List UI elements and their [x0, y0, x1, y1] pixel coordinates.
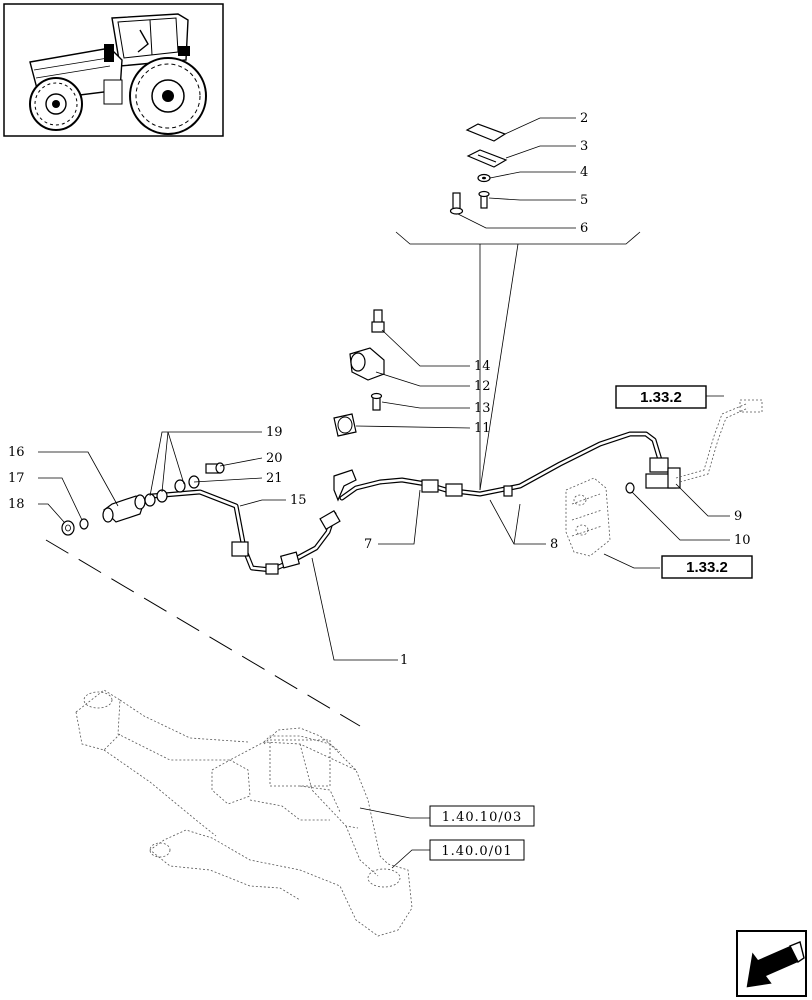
- tractor-thumbnail-icon[interactable]: [3, 3, 224, 137]
- front-axle-ghost: [75, 689, 413, 937]
- screw-6: [449, 192, 464, 215]
- callout-19: 19: [266, 425, 283, 440]
- svg-text:2: 2: [580, 111, 588, 126]
- svg-text:21: 21: [266, 471, 283, 486]
- washer-19: [144, 489, 168, 507]
- reference-box-axle-housing[interactable]: 1.40.10/03: [429, 805, 535, 827]
- callout-3: 3: [580, 139, 588, 154]
- svg-text:6: 6: [580, 221, 588, 236]
- fitting-16: [102, 494, 146, 523]
- callout-8: 8: [550, 537, 558, 552]
- callout-13: 13: [474, 401, 491, 416]
- svg-text:17: 17: [8, 471, 25, 486]
- svg-text:14: 14: [474, 359, 491, 374]
- callout-6: 6: [580, 221, 588, 236]
- bracket-plate-2: [465, 123, 507, 142]
- svg-text:12: 12: [474, 379, 491, 394]
- svg-text:7: 7: [364, 537, 372, 552]
- svg-text:20: 20: [266, 451, 283, 466]
- svg-text:11: 11: [474, 421, 491, 436]
- svg-text:13: 13: [474, 401, 491, 416]
- callout-10: 10: [734, 533, 751, 548]
- callout-21: 21: [266, 471, 283, 486]
- washer-17: [79, 518, 89, 530]
- callout-7: 7: [364, 537, 372, 552]
- svg-text:8: 8: [550, 537, 558, 552]
- callout-14: 14: [474, 359, 491, 374]
- callout-11: 11: [474, 421, 491, 436]
- screw-20: [205, 462, 225, 474]
- callout-1: 1: [400, 653, 408, 668]
- callout-17: 17: [8, 471, 25, 486]
- svg-text:1.40.10/03: 1.40.10/03: [442, 810, 523, 825]
- svg-text:1: 1: [400, 653, 408, 668]
- pipe-assembly: [149, 431, 681, 575]
- callout-15: 15: [290, 493, 307, 508]
- washer-4: [477, 173, 491, 183]
- callout-5: 5: [580, 193, 588, 208]
- svg-text:15: 15: [290, 493, 307, 508]
- callout-20: 20: [266, 451, 283, 466]
- callout-12: 12: [474, 379, 491, 394]
- svg-text:19: 19: [266, 425, 283, 440]
- grommet-11: [333, 413, 357, 437]
- svg-text:1.33.2: 1.33.2: [640, 389, 682, 406]
- screw-14: [371, 309, 385, 333]
- back-arrow-icon[interactable]: [736, 930, 807, 997]
- svg-text:16: 16: [8, 445, 25, 460]
- nut-18: [61, 520, 75, 536]
- reference-box-hydraulic-top[interactable]: 1.33.2: [615, 385, 707, 409]
- reference-box-axle[interactable]: 1.40.0/01: [429, 839, 525, 861]
- callout-2: 2: [580, 111, 588, 126]
- screw-13: [370, 392, 383, 411]
- washer-21: [174, 475, 200, 493]
- svg-text:10: 10: [734, 533, 751, 548]
- callout-18: 18: [8, 497, 25, 512]
- screw-5: [478, 190, 490, 209]
- bracket-plate-3: [466, 149, 508, 168]
- ghost-fitting: [739, 399, 763, 413]
- svg-text:3: 3: [580, 139, 588, 154]
- svg-text:1.33.2: 1.33.2: [686, 559, 728, 576]
- svg-text:4: 4: [580, 165, 588, 180]
- callout-4: 4: [580, 165, 588, 180]
- svg-text:5: 5: [580, 193, 588, 208]
- svg-text:1.40.0/01: 1.40.0/01: [441, 844, 512, 859]
- reference-box-hydraulic-mid[interactable]: 1.33.2: [661, 555, 753, 579]
- callout-9: 9: [734, 509, 742, 524]
- callout-16: 16: [8, 445, 25, 460]
- clamp-12: [349, 347, 385, 381]
- valve-block-ghost: [565, 477, 611, 557]
- svg-text:9: 9: [734, 509, 742, 524]
- svg-text:18: 18: [8, 497, 25, 512]
